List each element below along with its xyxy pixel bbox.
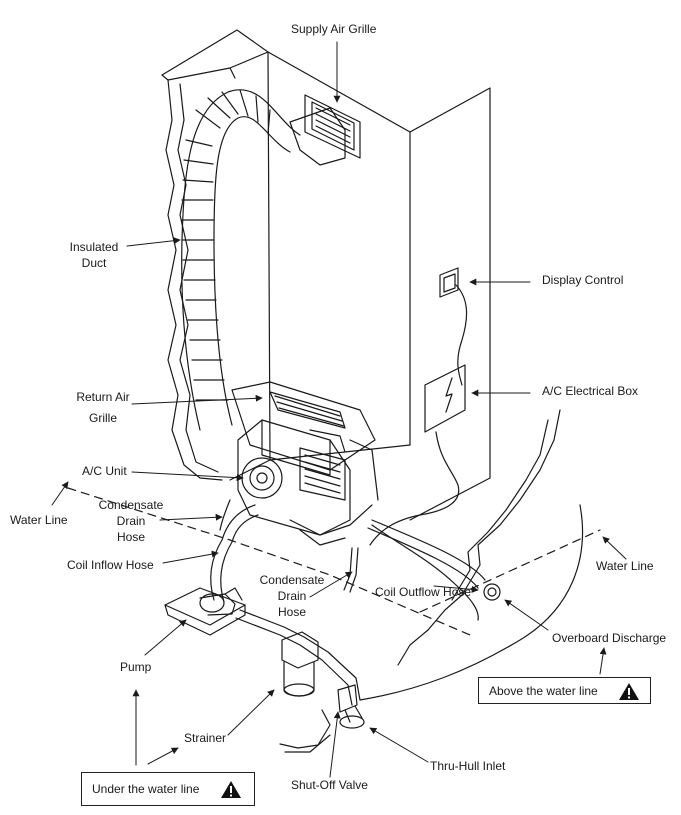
hull-curve — [359, 504, 584, 701]
label-insulated-duct: Insulated Duct — [62, 239, 126, 271]
label-coil-outflow-hose: Coil Outflow Hose — [375, 585, 472, 599]
display-control-shape — [439, 267, 468, 386]
leader-lines — [51, 41, 627, 778]
callout-above-water-line: Above the water line — [478, 677, 651, 704]
callout-under-water-line: Under the water line — [81, 772, 255, 806]
label-condensate-upper-line3: Hose — [116, 530, 145, 544]
label-condensate-upper-line1: Condensate — [98, 498, 164, 512]
label-condensate-lower-line2: Drain — [277, 589, 307, 603]
label-insulated-duct-line2: Duct — [81, 256, 107, 270]
label-ac-unit: A/C Unit — [82, 464, 127, 478]
label-condensate-lower-line3: Hose — [277, 605, 306, 619]
label-condensate-drain-hose-lower: Condensate Drain Hose — [252, 572, 332, 620]
strainer-shape — [281, 631, 319, 697]
coil-outflow-hose-shape — [367, 519, 486, 589]
label-pump: Pump — [120, 660, 152, 674]
valve-shape — [279, 684, 365, 753]
ac-unit-shape — [237, 419, 379, 546]
water-line-dashed — [67, 487, 601, 636]
label-supply-air-grille: Supply Air Grille — [291, 22, 377, 36]
callout-under-water-line-text: Under the water line — [92, 782, 200, 796]
return-grille-shape — [231, 381, 376, 471]
intake-pipe-shape — [235, 609, 361, 706]
callout-above-water-line-text: Above the water line — [489, 683, 598, 698]
label-condensate-drain-hose-upper: Condensate Drain Hose — [94, 497, 168, 545]
label-return-air-grille: Return Air Grille — [68, 389, 138, 426]
label-strainer: Strainer — [184, 731, 227, 745]
insulated-duct-shape — [181, 89, 301, 431]
label-water-line-left: Water Line — [10, 513, 68, 527]
label-coil-inflow-hose: Coil Inflow Hose — [67, 558, 154, 572]
label-water-line-right: Water Line — [596, 559, 654, 573]
label-shut-off-valve: Shut-Off Valve — [291, 778, 368, 792]
label-return-air-grille-line1: Return Air — [76, 390, 130, 404]
warning-triangle-icon — [221, 781, 241, 798]
label-condensate-upper-line2: Drain — [116, 514, 146, 528]
label-thru-hull-inlet: Thru-Hull Inlet — [430, 759, 506, 773]
label-overboard-discharge: Overboard Discharge — [552, 631, 667, 645]
supply-grille-shape — [289, 94, 361, 166]
label-return-air-grille-line2: Grille — [88, 411, 117, 425]
warning-triangle-icon — [619, 683, 639, 700]
label-insulated-duct-line1: Insulated — [69, 240, 119, 254]
overboard-discharge-shape — [483, 583, 501, 601]
label-condensate-lower-line1: Condensate — [259, 573, 325, 587]
label-ac-electrical-box: A/C Electrical Box — [542, 384, 639, 398]
label-display-control: Display Control — [542, 273, 624, 287]
